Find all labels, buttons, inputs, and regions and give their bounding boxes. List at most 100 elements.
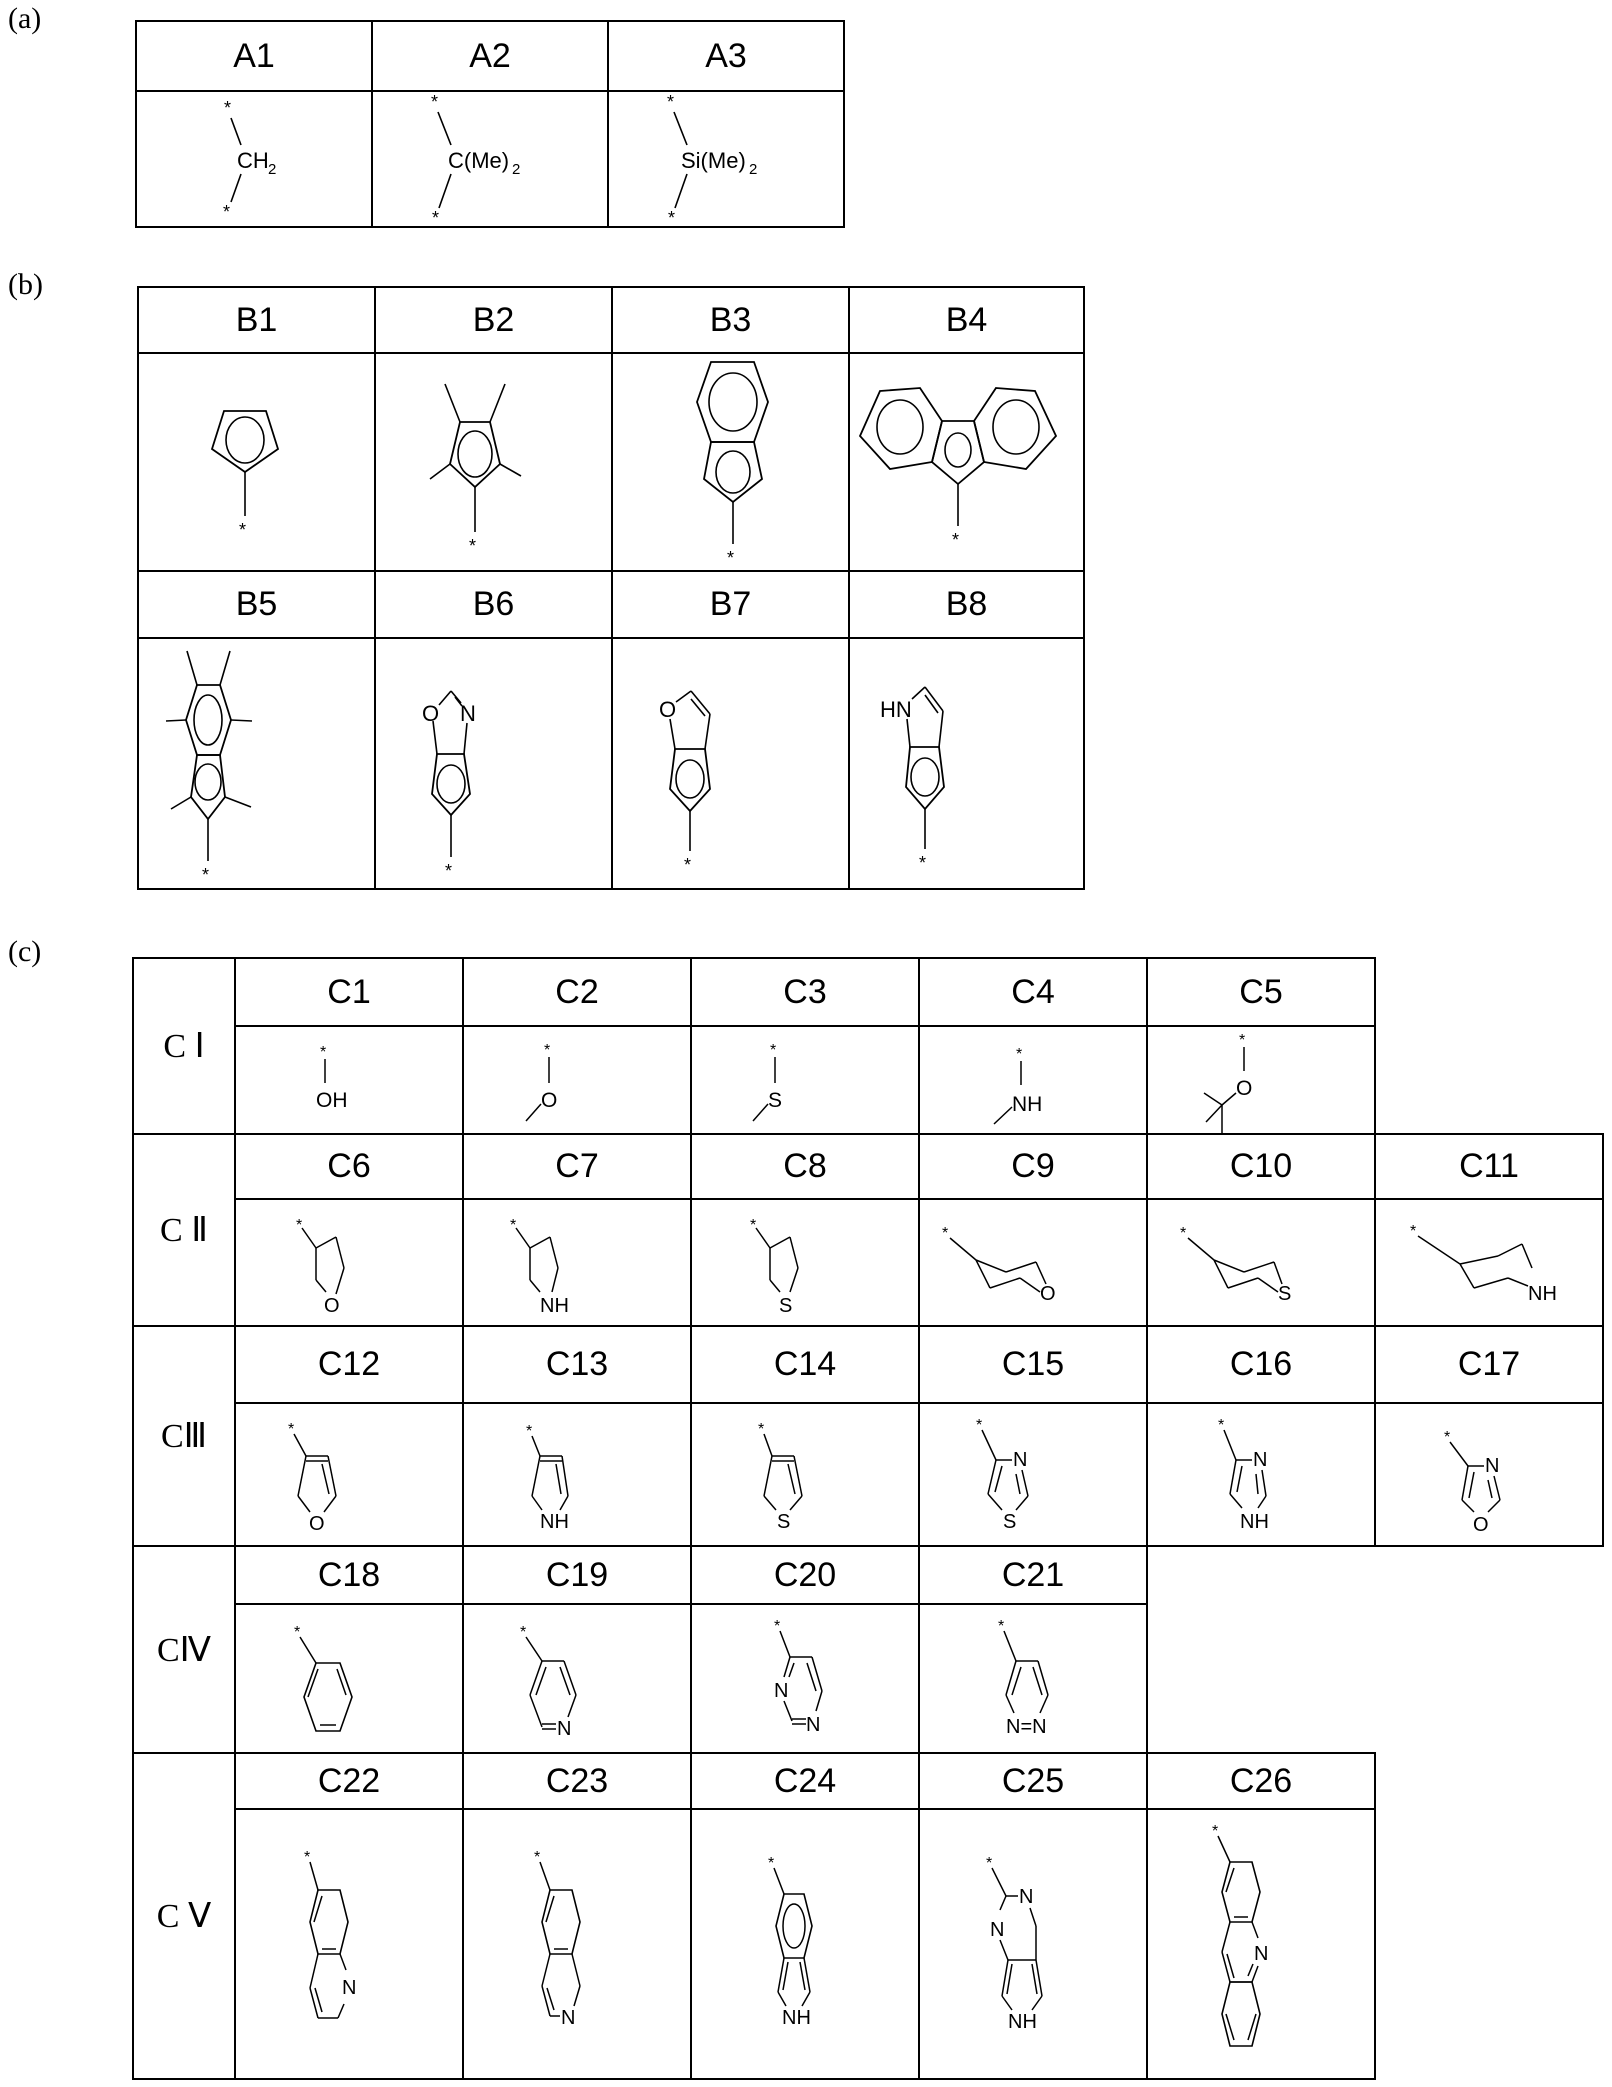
row-label-CII: C Ⅱ (132, 1133, 236, 1327)
svg-text:2: 2 (749, 161, 757, 178)
header-C19: C19 (462, 1545, 692, 1605)
svg-text:N: N (806, 1714, 820, 1736)
header-C2: C2 (462, 957, 692, 1027)
pyridazin-4-yl-icon: * N=N (998, 1618, 1049, 1738)
structure-B6: O N * (374, 637, 613, 890)
header-C20: C20 (690, 1545, 920, 1605)
svg-text:*: * (667, 92, 674, 112)
svg-text:OH: OH (316, 1089, 348, 1112)
svg-text:*: * (1218, 1417, 1224, 1434)
hydroxy-icon: * OH (316, 1044, 348, 1112)
header-B5: B5 (137, 570, 376, 639)
svg-text:O: O (1236, 1077, 1252, 1100)
indenyl-icon: * (696, 361, 769, 568)
structure-C8: * S (690, 1198, 920, 1327)
structure-C14: * S (690, 1402, 920, 1547)
structure-C22: * N (234, 1808, 464, 2080)
cyclopenta-oxazolyl-icon: O N * (422, 690, 476, 881)
header-C1: C1 (234, 957, 464, 1027)
tetramethylcyclopentadienyl-icon: * (429, 383, 522, 556)
svg-text:*: * (544, 1042, 550, 1059)
row-label-CIII: CⅢ (132, 1325, 236, 1547)
svg-text:N: N (1253, 1449, 1267, 1471)
header-C23: C23 (462, 1752, 692, 1810)
header-B3: B3 (611, 286, 850, 354)
svg-text:N: N (1013, 1449, 1027, 1471)
header-A1: A1 (135, 20, 373, 92)
svg-text:*: * (1180, 1225, 1186, 1242)
svg-text:*: * (320, 1044, 326, 1061)
panel-label-c: (c) (8, 935, 42, 968)
svg-text:*: * (1016, 1046, 1022, 1063)
phenyl-icon: * (294, 1624, 353, 1732)
svg-text:N: N (561, 2007, 575, 2029)
structure-B4: * (848, 352, 1085, 572)
svg-text:*: * (998, 1618, 1004, 1635)
pyrrolopyrimidinyl-icon: * N N NH (986, 1855, 1043, 2033)
svg-text:*: * (296, 1217, 302, 1234)
header-C5: C5 (1146, 957, 1376, 1027)
header-C24: C24 (690, 1752, 920, 1810)
structure-C16: * N NH (1146, 1402, 1376, 1547)
structure-C7: * NH (462, 1198, 692, 1327)
row-label-CIV: CⅣ (132, 1545, 236, 1754)
svg-text:*: * (1410, 1223, 1416, 1240)
header-A2: A2 (371, 20, 609, 92)
header-B4: B4 (848, 286, 1085, 354)
svg-text:NH: NH (782, 2007, 811, 2029)
thiazol-4-yl-icon: * N S (976, 1417, 1029, 1533)
cme2-bridge-icon: * C(Me)2 * (431, 92, 520, 228)
svg-text:*: * (288, 1421, 294, 1438)
svg-text:N: N (342, 1977, 356, 1999)
svg-text:*: * (431, 92, 438, 112)
acridin-2-yl-icon: * N (1212, 1823, 1268, 2047)
svg-text:*: * (224, 98, 231, 118)
structure-C13: * NH (462, 1402, 692, 1547)
svg-text:O: O (1473, 1514, 1489, 1536)
tetrahydrothiopyranyl-icon: * S (1180, 1225, 1291, 1305)
structure-C4: * NH (918, 1025, 1148, 1135)
svg-text:2: 2 (268, 161, 276, 178)
structure-C2: * O (462, 1025, 692, 1135)
cyclopenta-furanyl-icon: O * (659, 690, 711, 875)
header-B8: B8 (848, 570, 1085, 639)
svg-text:S: S (777, 1511, 790, 1533)
svg-text:NH: NH (1008, 2011, 1037, 2033)
structure-C18: * (234, 1603, 464, 1754)
header-C4: C4 (918, 957, 1148, 1027)
structure-C25: * N N NH (918, 1808, 1148, 2080)
oxazol-4-yl-icon: * N O (1444, 1429, 1501, 1536)
structure-B3: * (611, 352, 850, 572)
fluorenyl-icon: * (858, 387, 1058, 550)
svg-text:*: * (668, 208, 675, 228)
sime2-bridge-icon: * Si(Me)2 * (667, 92, 757, 228)
svg-text:*: * (432, 208, 439, 228)
svg-text:*: * (445, 861, 452, 881)
svg-text:HN: HN (880, 697, 912, 722)
methylthio-icon: * S (752, 1042, 782, 1122)
structure-B7: O * (611, 637, 850, 890)
header-B1: B1 (137, 286, 376, 354)
svg-text:*: * (758, 1421, 764, 1438)
structure-C17: * N O (1374, 1402, 1604, 1547)
structure-A3: * Si(Me)2 * (607, 90, 845, 228)
furan-3-yl-icon: * O (288, 1421, 337, 1535)
header-C6: C6 (234, 1133, 464, 1200)
tetrahydrofuranyl-icon: * O (296, 1217, 345, 1317)
header-C21: C21 (918, 1545, 1148, 1605)
svg-text:*: * (239, 520, 246, 540)
pyridin-4-yl-icon: * N (520, 1624, 577, 1740)
svg-text:*: * (1444, 1429, 1450, 1446)
svg-text:*: * (774, 1618, 780, 1635)
svg-text:*: * (750, 1217, 756, 1234)
structure-B8: HN * (848, 637, 1085, 890)
thiophen-3-yl-icon: * S (758, 1421, 803, 1533)
svg-text:*: * (986, 1855, 992, 1872)
structure-C23: * N (462, 1808, 692, 2080)
svg-text:*: * (919, 853, 926, 873)
header-C3: C3 (690, 957, 920, 1027)
header-C18: C18 (234, 1545, 464, 1605)
pyrimidin-4-yl-icon: * N N (774, 1618, 823, 1736)
svg-text:O: O (1040, 1283, 1056, 1305)
svg-text:*: * (294, 1624, 300, 1641)
